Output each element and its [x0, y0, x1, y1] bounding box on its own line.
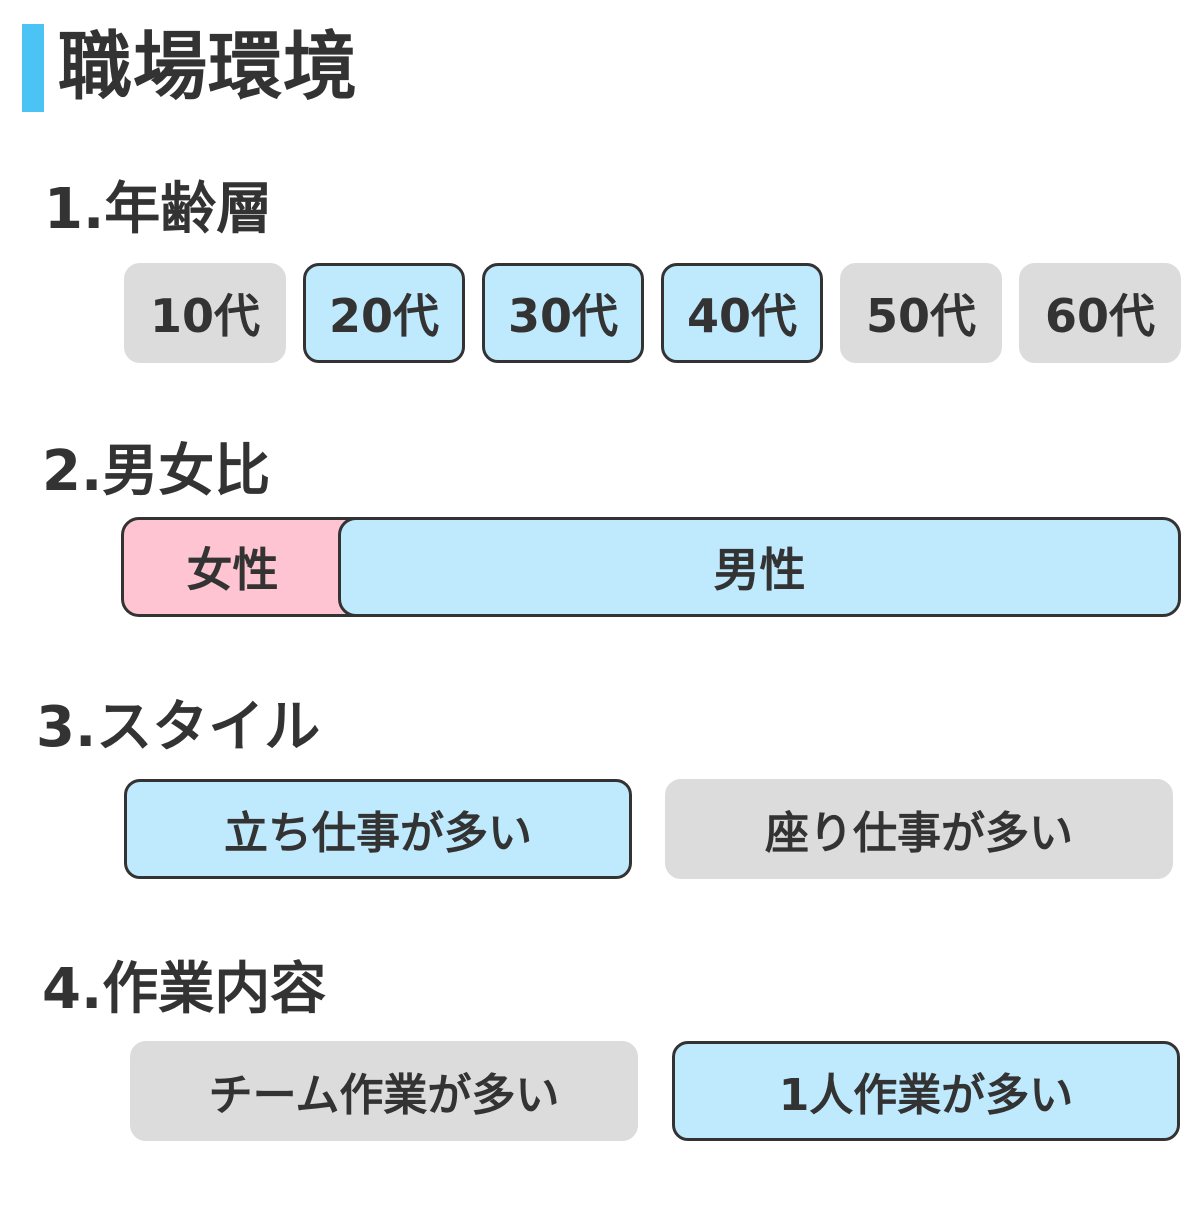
- age-chip-50s[interactable]: 50代: [840, 263, 1002, 363]
- page-title: 職場環境: [58, 24, 358, 110]
- ratio-male-segment: 男性: [338, 520, 1178, 614]
- age-chip-30s[interactable]: 30代: [482, 263, 644, 363]
- style-chip-sitting[interactable]: 座り仕事が多い: [665, 779, 1173, 879]
- gender-ratio-bar: 女性 男性: [121, 517, 1181, 617]
- section-title-age: 1.年齢層: [44, 177, 273, 242]
- age-chip-10s[interactable]: 10代: [124, 263, 286, 363]
- age-chip-60s[interactable]: 60代: [1019, 263, 1181, 363]
- age-chip-40s[interactable]: 40代: [661, 263, 823, 363]
- section-title-style: 3.スタイル: [36, 695, 321, 760]
- title-accent-bar: [22, 24, 44, 112]
- section-title-gender: 2.男女比: [42, 439, 271, 504]
- style-chip-standing[interactable]: 立ち仕事が多い: [124, 779, 632, 879]
- work-chip-team[interactable]: チーム作業が多い: [130, 1041, 638, 1141]
- age-chip-20s[interactable]: 20代: [303, 263, 465, 363]
- ratio-female-segment: 女性: [186, 543, 279, 597]
- work-chip-solo[interactable]: 1人作業が多い: [672, 1041, 1180, 1141]
- section-title-work: 4.作業内容: [42, 957, 327, 1022]
